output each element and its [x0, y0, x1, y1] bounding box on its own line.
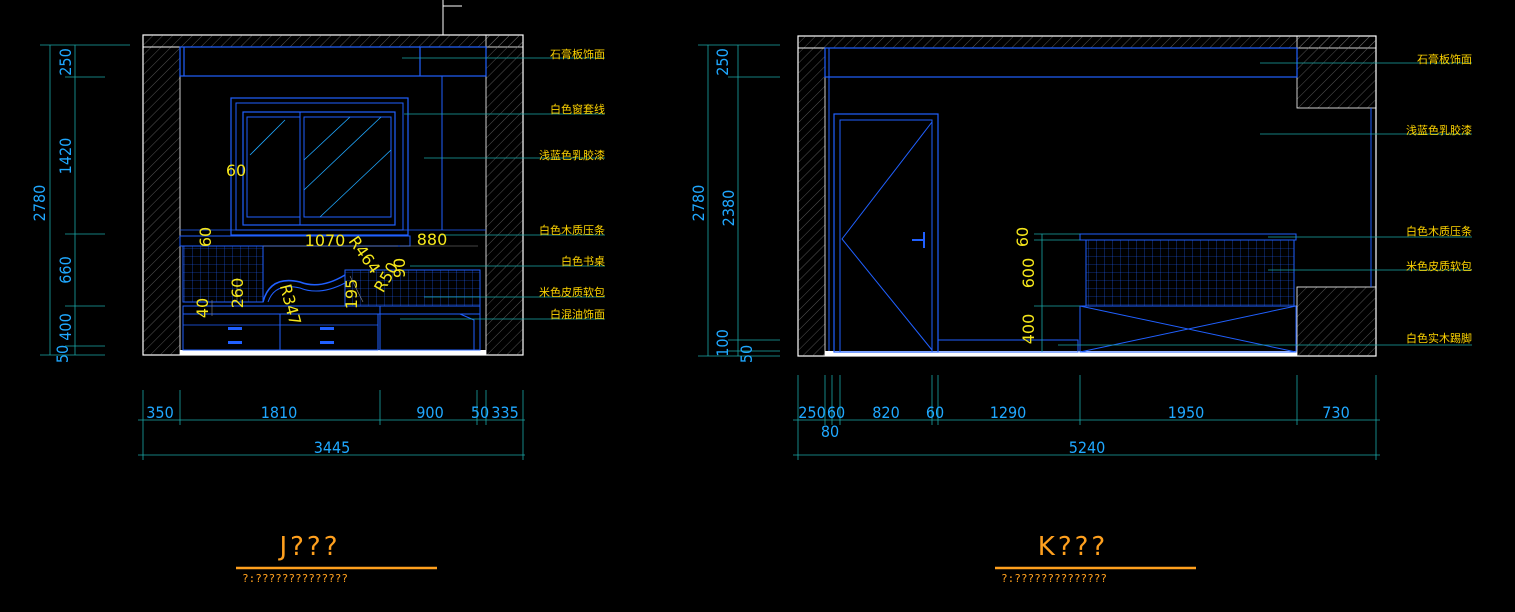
- k-hdim-1290: 1290: [990, 403, 1027, 422]
- j-note-gypsum: 石膏板饰面: [550, 47, 605, 61]
- j-vdim-1420: 1420: [56, 138, 75, 175]
- j-idim-60-top: 60: [226, 161, 246, 180]
- j-hdim-1810: 1810: [261, 403, 298, 422]
- j-idim-40: 40: [193, 298, 212, 318]
- k-right-bottom-hatch: [1296, 286, 1377, 357]
- k-ceiling-hatch: [797, 35, 1377, 49]
- k-idim-60: 60: [1013, 227, 1032, 247]
- k-title: K???: [1038, 532, 1108, 562]
- j-hdim-335: 335: [491, 403, 518, 422]
- k-hdim-60a: 60: [827, 403, 845, 422]
- j-idim-260: 260: [228, 278, 247, 309]
- j-inner-dim-lines: [211, 245, 478, 316]
- j-window: [230, 97, 409, 236]
- k-note-blue-paint: 浅蓝色乳胶漆: [1406, 123, 1472, 137]
- k-hdim-80: 80: [821, 422, 839, 441]
- j-vdim-660: 660: [56, 256, 75, 283]
- k-subtitle: ?:??????????????: [1001, 572, 1107, 585]
- k-floor: [825, 351, 1297, 356]
- j-title: J???: [277, 532, 340, 562]
- k-hdim-5240: 5240: [1069, 438, 1106, 457]
- k-hdim-lines: [793, 375, 1380, 460]
- j-idim-195: 195: [342, 279, 361, 310]
- k-door: [833, 113, 1079, 353]
- elevation-k: 石膏板饰面 浅蓝色乳胶漆 白色木质压条 米色皮质软包 白色实木踢脚 250 23…: [689, 35, 1472, 585]
- k-vdim-lines: [698, 44, 1080, 357]
- j-hdim-50: 50: [471, 403, 489, 422]
- j-note-window-trim: 白色窗套线: [550, 102, 605, 116]
- k-note-leather-panel: 米色皮质软包: [1406, 259, 1472, 273]
- j-note-wood-strip: 白色木质压条: [539, 223, 605, 237]
- j-idim-1070: 1070: [305, 231, 346, 250]
- k-right-top-hatch: [1296, 35, 1377, 109]
- elevation-j: 石膏板饰面 白色窗套线 浅蓝色乳胶漆 白色木质压条 白色书桌 米色皮质软包 白混…: [30, 0, 605, 585]
- j-floor: [180, 350, 486, 355]
- k-hdim-730: 730: [1322, 403, 1349, 422]
- k-note-gypsum: 石膏板饰面: [1417, 52, 1472, 66]
- j-vdim-2780: 2780: [30, 185, 49, 222]
- j-ceiling-band: [179, 46, 487, 77]
- j-hdim-lines: [138, 390, 525, 460]
- k-ceiling-band: [824, 47, 1298, 78]
- k-leaders: [1058, 62, 1472, 346]
- j-left-wall-hatch: [142, 46, 181, 356]
- j-ceiling-hatch: [142, 34, 524, 48]
- j-desk: [179, 229, 486, 351]
- j-idim-880: 880: [417, 230, 448, 249]
- k-vdim-50: 50: [737, 345, 756, 363]
- k-left-wall-hatch: [797, 47, 826, 357]
- k-hdim-820: 820: [872, 403, 899, 422]
- j-right-wall-hatch: [485, 34, 524, 356]
- k-vdim-100: 100: [713, 329, 732, 356]
- j-leaders: [400, 57, 605, 320]
- j-idim-60: 60: [196, 227, 215, 247]
- k-panel: [1079, 233, 1297, 353]
- k-hdim-250: 250: [798, 403, 825, 422]
- j-vdim-lines: [40, 44, 130, 356]
- k-vdim-2380: 2380: [719, 190, 738, 227]
- k-note-wood-strip: 白色木质压条: [1406, 224, 1472, 238]
- j-vdim-400: 400: [56, 313, 75, 340]
- j-subtitle: ?:??????????????: [242, 572, 348, 585]
- j-hdim-900: 900: [416, 403, 443, 422]
- j-hdim-3445: 3445: [314, 438, 351, 457]
- j-hdim-350: 350: [146, 403, 173, 422]
- k-vdim-250: 250: [713, 48, 732, 75]
- j-note-white-paint: 白混油饰面: [550, 307, 605, 321]
- k-idim-400: 400: [1019, 314, 1038, 345]
- j-note-blue-paint: 浅蓝色乳胶漆: [539, 148, 605, 162]
- k-note-skirting: 白色实木踢脚: [1406, 331, 1472, 345]
- k-vdim-2780: 2780: [689, 185, 708, 222]
- j-note-desk: 白色书桌: [561, 254, 605, 268]
- k-hdim-1950: 1950: [1168, 403, 1205, 422]
- k-hdim-60b: 60: [926, 403, 944, 422]
- j-note-leather-panel: 米色皮质软包: [539, 285, 605, 299]
- k-idim-600: 600: [1019, 258, 1038, 289]
- j-vdim-50: 50: [53, 345, 72, 363]
- j-idim-90: 90: [390, 258, 409, 278]
- j-vdim-250: 250: [56, 48, 75, 75]
